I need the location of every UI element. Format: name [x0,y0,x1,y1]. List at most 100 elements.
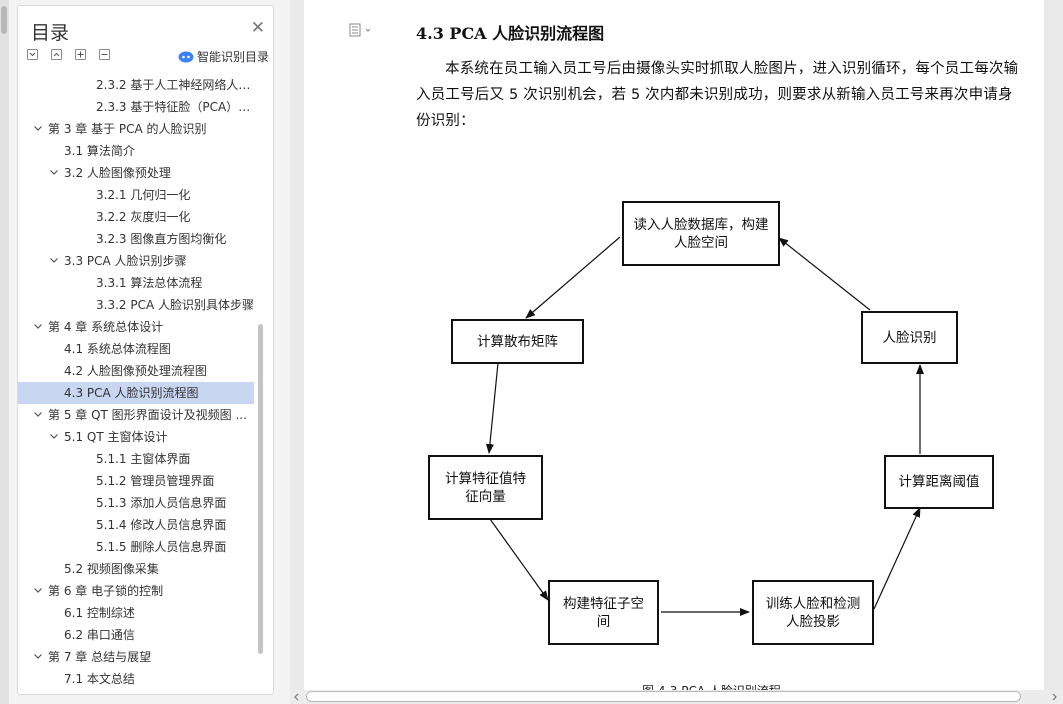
chevron-down-icon[interactable] [32,122,44,134]
flow-box-distance-threshold: 计算距离阈值 [884,455,994,509]
toc-item-label: 2.3.2 基于人工神经网络人脸 ... [96,78,254,92]
flow-box-face-recognition-label: 人脸识别 [882,329,937,346]
toc-scrollbar[interactable] [258,76,263,686]
document-page: 4.3 PCA 人脸识别流程图 本系统在员工输入员工号后由摄像头实时抓取人脸图片… [304,0,1044,690]
flow-box-subspace-label: 构建特征子空间 [563,595,644,630]
scroll-left-icon[interactable] [292,692,302,702]
toc-left-scrollbar[interactable] [0,0,9,704]
toc-item-label: 第 6 章 电子锁的控制 [48,584,164,598]
toc-item-label: 3.2.3 图像直方图均衡化 [96,232,227,246]
chevron-down-icon[interactable] [48,166,60,178]
arrow-read-to-scatter [525,236,621,319]
ai-robot-icon [178,51,194,63]
toc-item-label: 5.1 QT 主窗体设计 [64,430,168,444]
toc-item[interactable]: 5.1.1 主窗体界面 [18,448,254,470]
scroll-right-icon[interactable] [1049,692,1059,702]
toc-item-label: 3.2.1 几何归一化 [96,188,191,202]
flow-box-scatter-matrix: 计算散布矩阵 [451,319,584,364]
toc-item[interactable]: 3.3.1 算法总体流程 [18,272,254,294]
toc-item-label: 第 7 章 总结与展望 [48,650,152,664]
toc-item[interactable]: 第 7 章 总结与展望 [18,646,254,668]
section-heading: 4.3 PCA 人脸识别流程图 [416,24,605,43]
toc-item[interactable]: 第 4 章 系统总体设计 [18,316,254,338]
chevron-down-icon[interactable] [32,584,44,596]
toc-item[interactable]: 第 6 章 电子锁的控制 [18,580,254,602]
toc-item[interactable]: 5.1.2 管理员管理界面 [18,470,254,492]
page-options-icon[interactable] [349,22,377,41]
toc-item[interactable]: 4.1 系统总体流程图 [18,338,254,360]
toc-item[interactable]: 3.2.3 图像直方图均衡化 [18,228,254,250]
toc-item[interactable]: 5.1 QT 主窗体设计 [18,426,254,448]
toc-item[interactable]: 5.2 视频图像采集 [18,558,254,580]
toc-item-label: 4.1 系统总体流程图 [64,342,171,356]
chevron-down-icon[interactable] [32,408,44,420]
toc-item[interactable]: 7.1 本文总结 [18,668,254,690]
chevron-down-icon[interactable] [32,650,44,662]
toc-item-label: 3.3.2 PCA 人脸识别具体步骤 [96,298,254,312]
flow-box-face-recognition: 人脸识别 [861,311,958,364]
arrow-train-to-threshold [873,507,921,610]
add-heading-button[interactable] [75,49,86,60]
toc-item[interactable]: 3.3 PCA 人脸识别步骤 [18,250,254,272]
toc-item[interactable]: 3.2.2 灰度归一化 [18,206,254,228]
smart-toc-button[interactable]: 智能识别目录 [178,48,269,65]
collapse-all-button[interactable] [27,49,38,60]
toc-item[interactable]: 4.2 人脸图像预处理流程图 [18,360,254,382]
arrow-eigen-to-subspace [489,518,549,601]
horizontal-scrollbar-thumb[interactable] [306,691,1021,702]
flow-box-scatter-matrix-label: 计算散布矩阵 [477,333,558,350]
toc-item-label: 第 3 章 基于 PCA 的人脸识别 [48,122,207,136]
expand-all-button[interactable] [51,49,62,60]
toc-item[interactable]: 6.1 控制综述 [18,602,254,624]
minus-icon [101,54,108,55]
toc-item[interactable]: 第 3 章 基于 PCA 的人脸识别 [18,118,254,140]
chevron-down-icon[interactable] [48,254,60,266]
figure-caption: 图 4-3 PCA 人脸识别流程 [642,682,781,690]
toc-item[interactable]: 2.3.2 基于人工神经网络人脸 ... [18,74,254,96]
toc-item-label: 3.3 PCA 人脸识别步骤 [64,254,187,268]
close-icon[interactable]: ✕ [250,18,265,38]
toc-item[interactable]: 2.3.3 基于特征脸（PCA）的 ... [18,96,254,118]
toc-item-label: 6.2 串口通信 [64,628,135,642]
toc-item-label: 5.1.1 主窗体界面 [96,452,191,466]
toc-card: 目录 ✕ 智能识别目录 2.3.2 基于人工神经网络人脸 ... 2.3.3 基于… [17,5,274,695]
toc-item-label: 3.2.2 灰度归一化 [96,210,191,224]
toc-item[interactable]: 第 5 章 QT 图形界面设计及视频图 ... [18,404,254,426]
flow-box-read-database-label: 读入人脸数据库，构建人脸空间 [633,216,769,251]
toc-scrollbar-thumb[interactable] [258,324,263,654]
toc-item[interactable]: 3.1 算法简介 [18,140,254,162]
chevron-down-icon[interactable] [32,320,44,332]
flow-box-eigen: 计算特征值特征向量 [428,455,543,520]
document-area: 4.3 PCA 人脸识别流程图 本系统在员工输入员工号后由摄像头实时抓取人脸图片… [290,0,1063,704]
toc-item-label: 5.1.4 修改人员信息界面 [96,518,227,532]
flow-box-eigen-label: 计算特征值特征向量 [445,470,526,505]
arrow-recognize-to-read [778,237,871,311]
toc-item-label: 5.1.3 添加人员信息界面 [96,496,227,510]
toc-item-label: 3.1 算法简介 [64,144,135,158]
toc-item[interactable]: 6.2 串口通信 [18,624,254,646]
toc-item[interactable]: 5.1.4 修改人员信息界面 [18,514,254,536]
toc-item-label: 5.2 视频图像采集 [64,562,159,576]
toc-item[interactable]: 5.1.3 添加人员信息界面 [18,492,254,514]
horizontal-scrollbar[interactable] [290,690,1063,704]
toc-panel: 目录 ✕ 智能识别目录 2.3.2 基于人工神经网络人脸 ... 2.3.3 基于… [0,0,290,704]
toc-item[interactable]: 5.1.5 删除人员信息界面 [18,536,254,558]
toc-item[interactable]: 4.3 PCA 人脸识别流程图 [18,382,254,404]
toc-item-label: 第 4 章 系统总体设计 [48,320,164,334]
chevron-down-icon[interactable] [48,430,60,442]
flow-box-train-project-label: 训练人脸和检测人脸投影 [765,595,861,630]
remove-heading-button[interactable] [99,49,110,60]
flow-box-read-database: 读入人脸数据库，构建人脸空间 [622,201,780,266]
toc-item[interactable]: 3.2.1 几何归一化 [18,184,254,206]
toc-item[interactable]: 3.2 人脸图像预处理 [18,162,254,184]
plus-icon [77,51,84,58]
toc-item-label: 5.1.2 管理员管理界面 [96,474,215,488]
arrow-scatter-to-eigen [485,362,499,454]
toc-title: 目录 [31,22,70,44]
toc-item[interactable]: 3.3.2 PCA 人脸识别具体步骤 [18,294,254,316]
toc-left-scrollbar-thumb[interactable] [1,6,7,34]
toc-item-label: 3.2 人脸图像预处理 [64,166,171,180]
toc-item-label: 7.1 本文总结 [64,672,135,686]
chevron-down-icon [29,52,36,57]
toc-item-label: 3.3.1 算法总体流程 [96,276,203,290]
